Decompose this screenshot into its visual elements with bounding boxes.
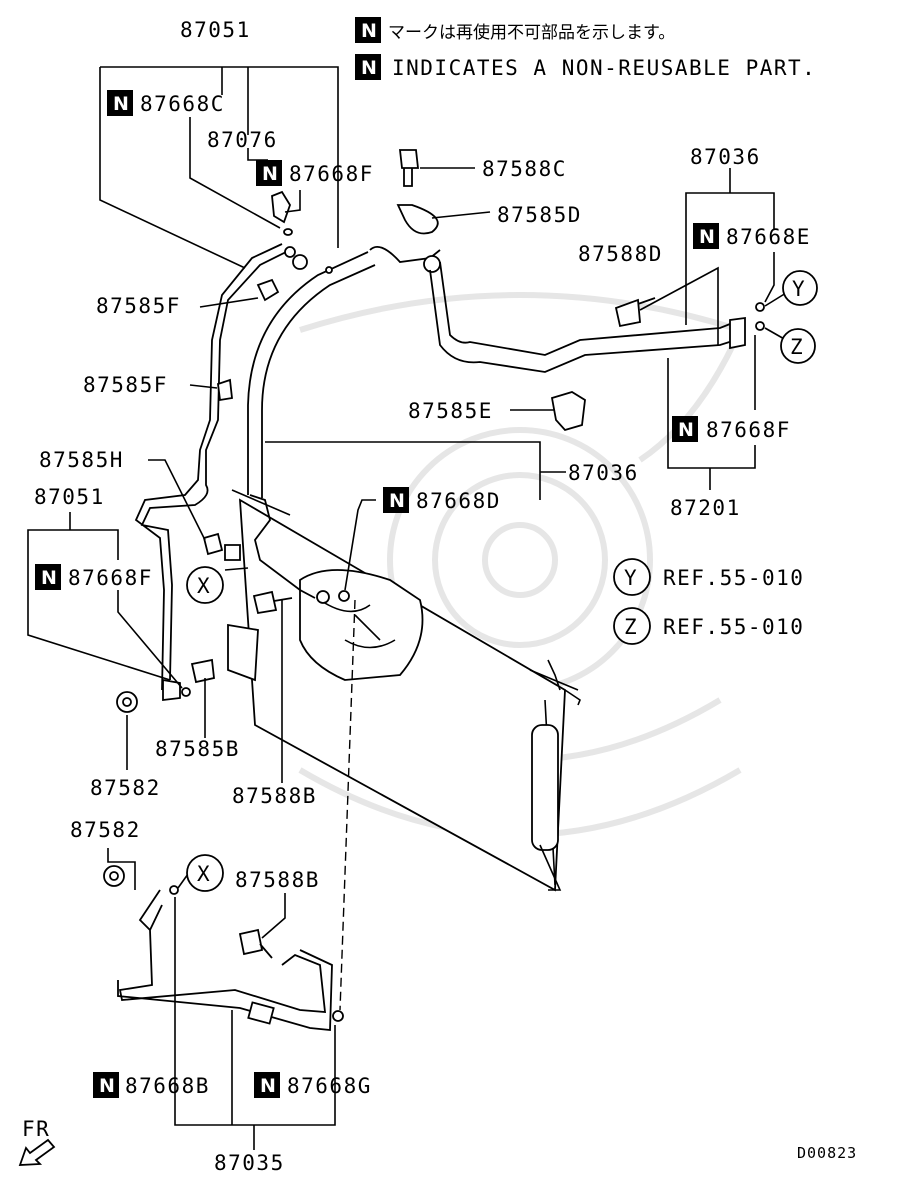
label-87582-2: 87582 [70, 818, 141, 842]
bolt-87588B-bottom [238, 928, 273, 959]
ref-y-marker: Y [792, 277, 806, 301]
ref-z-text: REF.55-010 [663, 615, 804, 639]
legend-english-text: INDICATES A NON-REUSABLE PART. [392, 56, 816, 80]
marker-letter: N [389, 490, 405, 512]
label-87585F-1: 87585F [96, 294, 181, 318]
label-87668D: 87668D [416, 489, 501, 513]
footer: FR D00823 [18, 1117, 857, 1166]
label-87035: 87035 [214, 1151, 285, 1175]
marker-letter: N [262, 163, 278, 185]
label-87585B: 87585B [155, 737, 240, 761]
marker-letter: N [699, 226, 715, 248]
marker-letter: N [260, 1075, 276, 1097]
label-87588C: 87588C [482, 157, 567, 181]
non-reusable-marker-icon [383, 487, 409, 513]
front-arrow-icon [18, 1138, 56, 1166]
front-direction-label: FR [22, 1117, 50, 1141]
pipe-87051 [134, 243, 291, 691]
reference-markers: Y Z X X Y REF.55-010 Z REF.55-010 [186, 270, 818, 892]
receiver-drier [531, 724, 559, 851]
label-87668F-top: 87668F [289, 162, 374, 186]
label-87585F-2: 87585F [83, 373, 168, 397]
condenser [238, 498, 566, 892]
compressor [299, 569, 424, 681]
label-87036-mid: 87036 [568, 461, 639, 485]
clamp-87585H [202, 532, 224, 556]
label-87585D: 87585D [497, 203, 582, 227]
non-reusable-marker-icon [693, 223, 719, 249]
marker-letter: N [113, 93, 129, 115]
legend: N マークは再使用不可部品を示します。 N INDICATES A NON-RE… [355, 17, 816, 80]
non-reusable-marker-icon [93, 1072, 119, 1098]
clamp-87585B [190, 658, 215, 684]
label-87668C: 87668C [140, 92, 225, 116]
label-87668B: 87668B [125, 1074, 210, 1098]
label-87076: 87076 [207, 128, 278, 152]
label-87201: 87201 [670, 496, 741, 520]
label-87582-1: 87582 [90, 776, 161, 800]
bolt-87588B-top [252, 590, 293, 615]
non-reusable-marker-icon [254, 1072, 280, 1098]
legend-marker-letter: N [361, 57, 377, 79]
label-87588B-2: 87588B [235, 868, 320, 892]
ref-x-marker-bottom: X [197, 862, 211, 886]
bolt-87588D [614, 297, 656, 328]
non-reusable-marker-icon [35, 564, 61, 590]
label-87588D: 87588D [578, 242, 663, 266]
pipe-87035 [117, 889, 333, 1031]
legend-marker-letter: N [361, 20, 377, 42]
non-reusable-marker-icon [256, 160, 282, 186]
label-87036-top: 87036 [690, 145, 761, 169]
ref-z-legend-marker: Z [624, 615, 638, 639]
non-reusable-marker-icon [355, 17, 381, 43]
legend-japanese-text: マークは再使用不可部品を示します。 [388, 22, 675, 43]
label-87668E: 87668E [726, 225, 811, 249]
marker-letter: N [99, 1075, 115, 1097]
label-87585H: 87585H [39, 448, 124, 472]
non-reusable-marker-icon [672, 416, 698, 442]
clamp-87585F-1 [256, 278, 280, 302]
label-87051-left: 87051 [34, 485, 105, 509]
label-87588B-1: 87588B [232, 784, 317, 808]
hose-87036 [247, 251, 376, 498]
ref-z-marker: Z [790, 335, 804, 359]
part-labels: 87051 N 87668C 87076 N 87668F 87588C 875… [34, 18, 811, 1175]
ref-y-legend-marker: Y [624, 566, 638, 590]
label-87668F-right: 87668F [706, 418, 791, 442]
non-reusable-marker-icon [107, 90, 133, 116]
marker-letter: N [41, 567, 57, 589]
label-87668F-left: 87668F [68, 566, 153, 590]
clamp-87585E [550, 391, 586, 432]
pipe-87036-top [429, 261, 743, 373]
clamp-87585D [396, 204, 439, 235]
clamp-87585F-2 [217, 378, 233, 402]
leader-lines [27, 66, 787, 1150]
label-87585E: 87585E [408, 399, 493, 423]
diagram-code: D00823 [797, 1144, 857, 1162]
non-reusable-marker-icon [355, 54, 381, 80]
bolt-87588C [398, 149, 420, 187]
ref-x-marker-top: X [197, 574, 211, 598]
marker-letter: N [678, 419, 694, 441]
label-87668G: 87668G [287, 1074, 372, 1098]
label-87051-top: 87051 [180, 18, 251, 42]
ref-y-text: REF.55-010 [663, 566, 804, 590]
parts-artwork [103, 149, 765, 1031]
